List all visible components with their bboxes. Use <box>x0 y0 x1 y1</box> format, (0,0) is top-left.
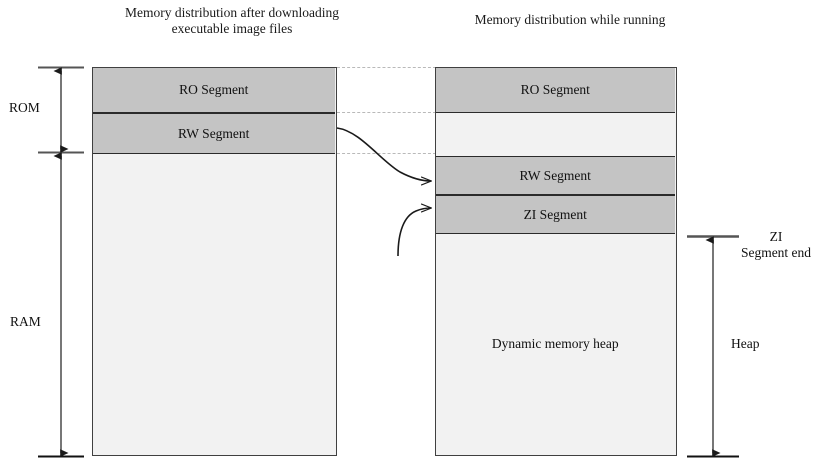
zi-segment-end-line2: Segment end <box>740 245 812 260</box>
right-segment-rw-label: RW Segment <box>519 167 591 183</box>
rw-relocation-arrow <box>336 127 431 181</box>
rom-axis-label: ROM <box>9 100 40 115</box>
left-memory-block: RO Segment RW Segment <box>92 67 337 456</box>
left-segment-ro-label: RO Segment <box>179 82 249 97</box>
right-segment-heap: Dynamic memory heap <box>436 234 675 454</box>
zi-segment-end-label: ZI Segment end <box>723 229 829 261</box>
right-segment-rw: RW Segment <box>436 156 675 195</box>
right-segment-heap-label: Dynamic memory heap <box>491 336 619 351</box>
left-segment-ro: RO Segment <box>93 68 335 113</box>
right-segment-gap <box>436 113 675 156</box>
guide-line-top <box>337 67 436 68</box>
left-segment-free <box>93 154 335 454</box>
zi-creation-arrow <box>397 208 431 257</box>
ram-dimension-arrow <box>38 152 84 458</box>
right-segment-zi-label: ZI Segment <box>523 206 587 222</box>
ram-axis-label: RAM <box>10 314 41 329</box>
left-diagram-title: Memory distribution after downloading ex… <box>124 5 340 36</box>
guide-line-ro-bottom <box>337 112 436 113</box>
guide-line-rw-bottom <box>337 153 436 154</box>
rom-dimension-arrow <box>38 66 84 154</box>
zi-segment-end-line1: ZI <box>769 229 783 244</box>
left-segment-rw: RW Segment <box>93 113 335 154</box>
right-segment-ro: RO Segment <box>436 68 675 113</box>
left-segment-rw-label: RW Segment <box>178 125 250 141</box>
right-memory-block: RO Segment RW Segment ZI Segment Dynamic… <box>435 67 677 456</box>
right-segment-zi: ZI Segment <box>436 195 675 234</box>
heap-axis-label: Heap <box>731 336 760 351</box>
right-segment-ro-label: RO Segment <box>520 82 590 97</box>
right-diagram-title: Memory distribution while running <box>474 12 666 27</box>
